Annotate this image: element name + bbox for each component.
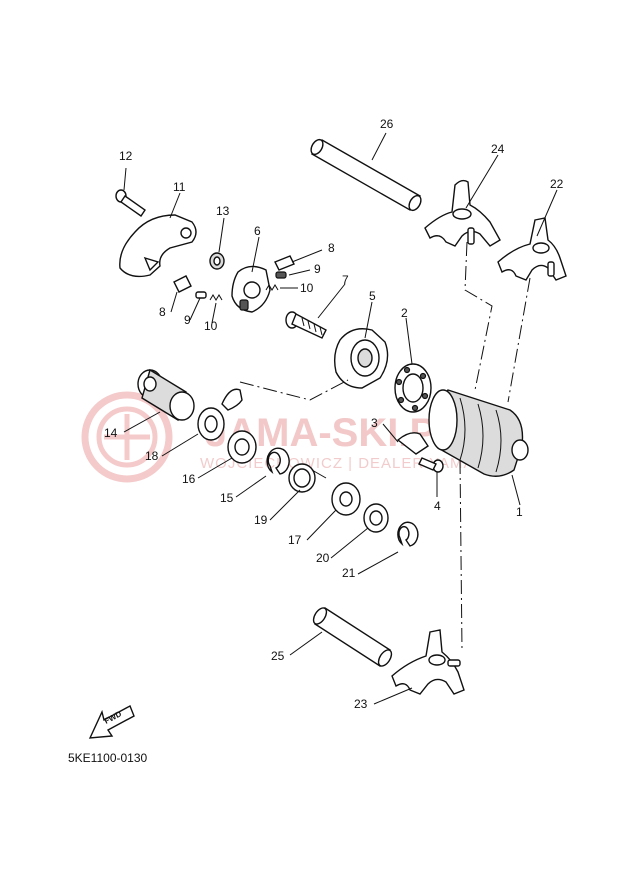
part-20-washer <box>363 503 389 533</box>
part-21-circlip <box>397 521 419 547</box>
callout-2: 2 <box>401 306 408 320</box>
part-1-shift-drum <box>428 389 529 477</box>
callout-20: 20 <box>316 551 330 565</box>
part-24-shift-fork <box>424 179 501 247</box>
callout-17: 17 <box>288 533 302 547</box>
part-2-bearing <box>394 363 432 413</box>
callout-6: 6 <box>254 224 261 238</box>
callout-13: 13 <box>216 204 230 218</box>
callout-5: 5 <box>369 289 376 303</box>
part-14-collar <box>137 368 195 422</box>
part-17-washer <box>331 482 361 516</box>
callout-4: 4 <box>434 499 441 513</box>
fwd-arrow-icon: FWD <box>88 705 135 739</box>
callout-7: 7 <box>342 273 349 287</box>
assembly-lines <box>239 241 531 651</box>
callout-11: 11 <box>173 180 186 194</box>
part-3-plate <box>396 432 429 455</box>
part-9-pin-upper <box>275 271 287 279</box>
part-12-bolt <box>115 189 146 217</box>
leader-lines <box>123 132 558 705</box>
part-22-shift-fork <box>497 217 567 281</box>
callout-3: 3 <box>371 416 378 430</box>
part-9-pin-lower <box>195 291 207 299</box>
callout-labels: 1 2 3 4 5 6 7 8 8 9 9 10 10 11 12 13 14 … <box>104 117 564 711</box>
callout-23: 23 <box>354 697 368 711</box>
callout-14: 14 <box>104 426 118 440</box>
callout-12: 12 <box>119 149 133 163</box>
part-6-segment <box>231 265 271 313</box>
part-13-nut <box>209 252 225 270</box>
callout-10-upper: 10 <box>300 281 314 295</box>
part-19-spring <box>288 463 327 493</box>
callout-19: 19 <box>254 513 268 527</box>
part-26-shaft <box>310 138 422 212</box>
part-5-drum-segment <box>333 328 389 389</box>
part-11-stopper-lever <box>119 214 197 278</box>
callout-24: 24 <box>491 142 505 156</box>
callout-26: 26 <box>380 117 394 131</box>
callout-10-lower: 10 <box>204 319 218 333</box>
part-16-washer <box>227 430 257 464</box>
callout-15: 15 <box>220 491 234 505</box>
callout-18: 18 <box>145 449 159 463</box>
diagram-code: 5KE1100-0130 <box>68 751 148 765</box>
part-4-screw <box>418 457 444 473</box>
callout-1: 1 <box>516 505 523 519</box>
part-15-circlip <box>266 447 290 475</box>
part-8-pin-upper <box>274 255 295 271</box>
part-18-plate <box>197 388 243 441</box>
part-7-screw <box>285 311 327 339</box>
callout-25: 25 <box>271 649 285 663</box>
callout-21: 21 <box>342 566 356 580</box>
part-25-shaft <box>312 607 393 667</box>
callout-8-lower: 8 <box>159 305 166 319</box>
callout-9-lower: 9 <box>184 313 191 327</box>
part-23-shift-fork <box>391 629 465 695</box>
part-10-spring-lower <box>209 294 223 301</box>
callout-9-upper: 9 <box>314 262 321 276</box>
watermark-logo <box>81 391 173 483</box>
part-8-pin-lower <box>173 275 192 293</box>
part-10-spring-upper <box>265 284 279 291</box>
callout-16: 16 <box>182 472 196 486</box>
callout-22: 22 <box>550 177 564 191</box>
callout-8-upper: 8 <box>328 241 335 255</box>
